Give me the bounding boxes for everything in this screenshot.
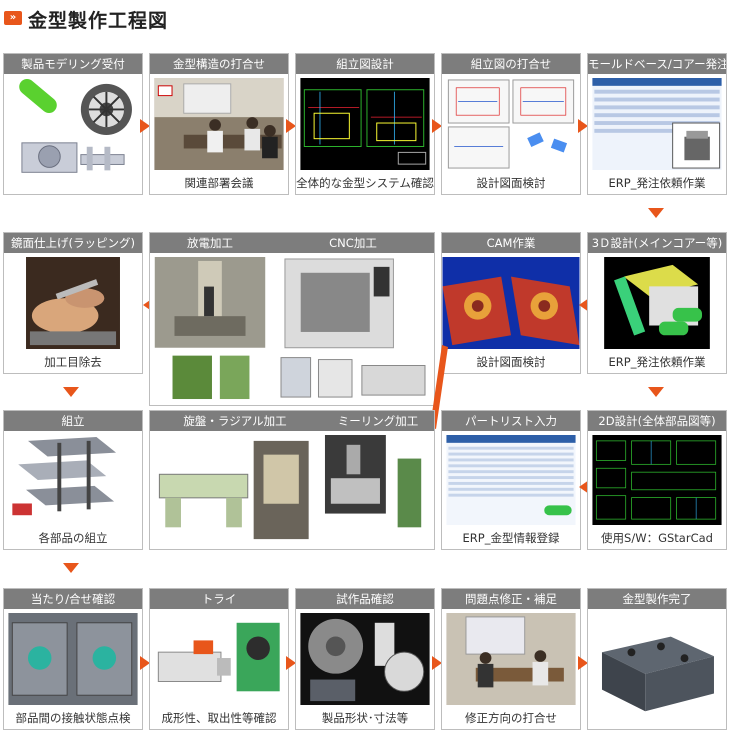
step-caption: ERP_発注依頼作業 [608, 176, 706, 190]
step-2d-design: 2D設計(全体部品図等) 使用S/W：GStarCad [587, 410, 727, 550]
flow-arrow-down [63, 387, 79, 397]
step-mold-structure-meeting: 金型構造の打合せ 関連部署会議 [149, 53, 289, 195]
flow-arrow-left [579, 298, 589, 312]
step-header: 組立図の打合せ [442, 54, 580, 74]
step-header: トライ [150, 589, 288, 609]
step-assembly-drawing-design: 組立図設計 全体的な金型システム確認 [295, 53, 435, 195]
step-header: 2D設計(全体部品図等) [588, 411, 726, 431]
flow-arrow-right [432, 119, 442, 133]
step-cam-work: CAM作業 設計図面検討 [441, 232, 581, 374]
step-header: 問題点修正・補足 [442, 589, 580, 609]
step-contact-check: 当たり/合せ確認 部品間の接触状態点検 [3, 588, 143, 730]
step-header: CNC加工 [270, 233, 434, 253]
step-caption: 各部品の組立 [38, 531, 108, 545]
step-3d-design: 3Ｄ設計(メインコアー等) ERP_発注依頼作業 [587, 232, 727, 374]
title-bar: » 金型製作工程図 [0, 0, 730, 40]
flow-arrow-down [63, 563, 79, 573]
step-lathe-milling: 旋盤・ラジアル加工 ミーリング加工 [149, 410, 435, 550]
step-header: 金型構造の打合せ [150, 54, 288, 74]
step-header: 組立 [4, 411, 142, 431]
milling-photo [324, 435, 432, 545]
step-caption: 関連部署会議 [184, 176, 254, 190]
step-header: パートリスト入力 [442, 411, 580, 431]
step-header: 3Ｄ設計(メインコアー等) [588, 233, 726, 253]
step-header: 試作品確認 [296, 589, 434, 609]
step-caption: ERP_発注依頼作業 [608, 355, 706, 369]
step-product-modeling: 製品モデリング受付 [3, 53, 143, 195]
step-header: 放電加工 [150, 233, 270, 253]
step-issue-correction: 問題点修正・補足 修正方向の打合せ [441, 588, 581, 730]
page-title: 金型製作工程図 [28, 10, 169, 32]
correction-meeting-photo [446, 613, 576, 705]
step-header: ミーリング加工 [320, 411, 434, 431]
step-caption: 設計図面検討 [476, 355, 546, 369]
step-caption: 修正方向の打合せ [465, 711, 557, 725]
flow-arrow-left [579, 480, 589, 494]
step-mold-complete: 金型製作完了 [587, 588, 727, 730]
step-header: 鏡面仕上げ(ラッピング) [4, 233, 142, 253]
step-caption: 設計図面検討 [476, 176, 546, 190]
flow-arrow-right [140, 119, 150, 133]
product-model-image [8, 78, 138, 190]
step-assembly: 組立 各部品の組立 [3, 410, 143, 550]
step-header: 当たり/合せ確認 [4, 589, 142, 609]
2d-cad-image [592, 435, 722, 525]
step-caption: ERP_金型情報登録 [462, 531, 560, 545]
title-arrow-icon: » [4, 11, 22, 25]
drawing-review-image [446, 78, 576, 170]
step-prototype-check: 試作品確認 製品形状･寸法等 [295, 588, 435, 730]
step-caption: 部品間の接触状態点検 [15, 711, 131, 725]
step-header: 旋盤・ラジアル加工 [150, 411, 320, 431]
step-mold-base-order: モールドベース/コアー発注 ERP_発注依頼作業 [587, 53, 727, 195]
flow-arrow-down [648, 387, 664, 397]
cnc-machine-photo [274, 257, 432, 401]
edm-photo [154, 257, 266, 401]
step-edm: 放電加工 [150, 233, 270, 405]
completed-mold-image [592, 613, 722, 725]
step-lathe: 旋盤・ラジアル加工 [150, 411, 320, 549]
flow-arrow-diagonal [430, 345, 448, 429]
step-caption: 使用S/W：GStarCad [601, 531, 713, 545]
flow-arrow-right [286, 119, 296, 133]
step-mirror-finishing: 鏡面仕上げ(ラッピング) 加工目除去 [3, 232, 143, 374]
step-header: 金型製作完了 [588, 589, 726, 609]
step-trial: トライ 成形性、取出性等確認 [149, 588, 289, 730]
flow-arrow-down [648, 208, 664, 218]
step-header: CAM作業 [442, 233, 580, 253]
cad-drawing-image [300, 78, 430, 170]
step-cnc: CNC加工 [270, 233, 434, 405]
step-caption: 全体的な金型システム確認 [296, 176, 434, 190]
step-caption: 成形性、取出性等確認 [161, 711, 277, 725]
step-parts-list-entry: パートリスト入力 ERP_金型情報登録 [441, 410, 581, 550]
meeting-photo [154, 78, 284, 170]
step-header: 製品モデリング受付 [4, 54, 142, 74]
step-edm-cnc-machining: 放電加工 CNC加工 [149, 232, 435, 406]
lathe-photo [154, 435, 316, 545]
cam-render-image [442, 257, 580, 349]
flow-arrow-left [143, 298, 153, 312]
flow-arrow-right [140, 656, 150, 670]
flow-arrow-right [432, 656, 442, 670]
step-caption: 製品形状･寸法等 [321, 711, 409, 725]
step-milling: ミーリング加工 [320, 411, 434, 549]
trial-machine-image [154, 613, 284, 705]
flow-arrow-right [578, 656, 588, 670]
prototype-photo [300, 613, 430, 705]
flow-arrow-right [578, 119, 588, 133]
erp-screen-image [592, 78, 722, 170]
3d-model-image [604, 257, 710, 349]
flow-arrow-right [286, 656, 296, 670]
step-header: モールドベース/コアー発注 [588, 54, 726, 74]
assembly-image [8, 435, 138, 525]
step-assembly-drawing-review: 組立図の打合せ 設計図面検討 [441, 53, 581, 195]
parts-list-screen [446, 435, 576, 525]
step-caption: 加工目除去 [44, 355, 102, 369]
step-header: 組立図設計 [296, 54, 434, 74]
lapping-photo [26, 257, 120, 349]
contact-check-photo [8, 613, 138, 705]
